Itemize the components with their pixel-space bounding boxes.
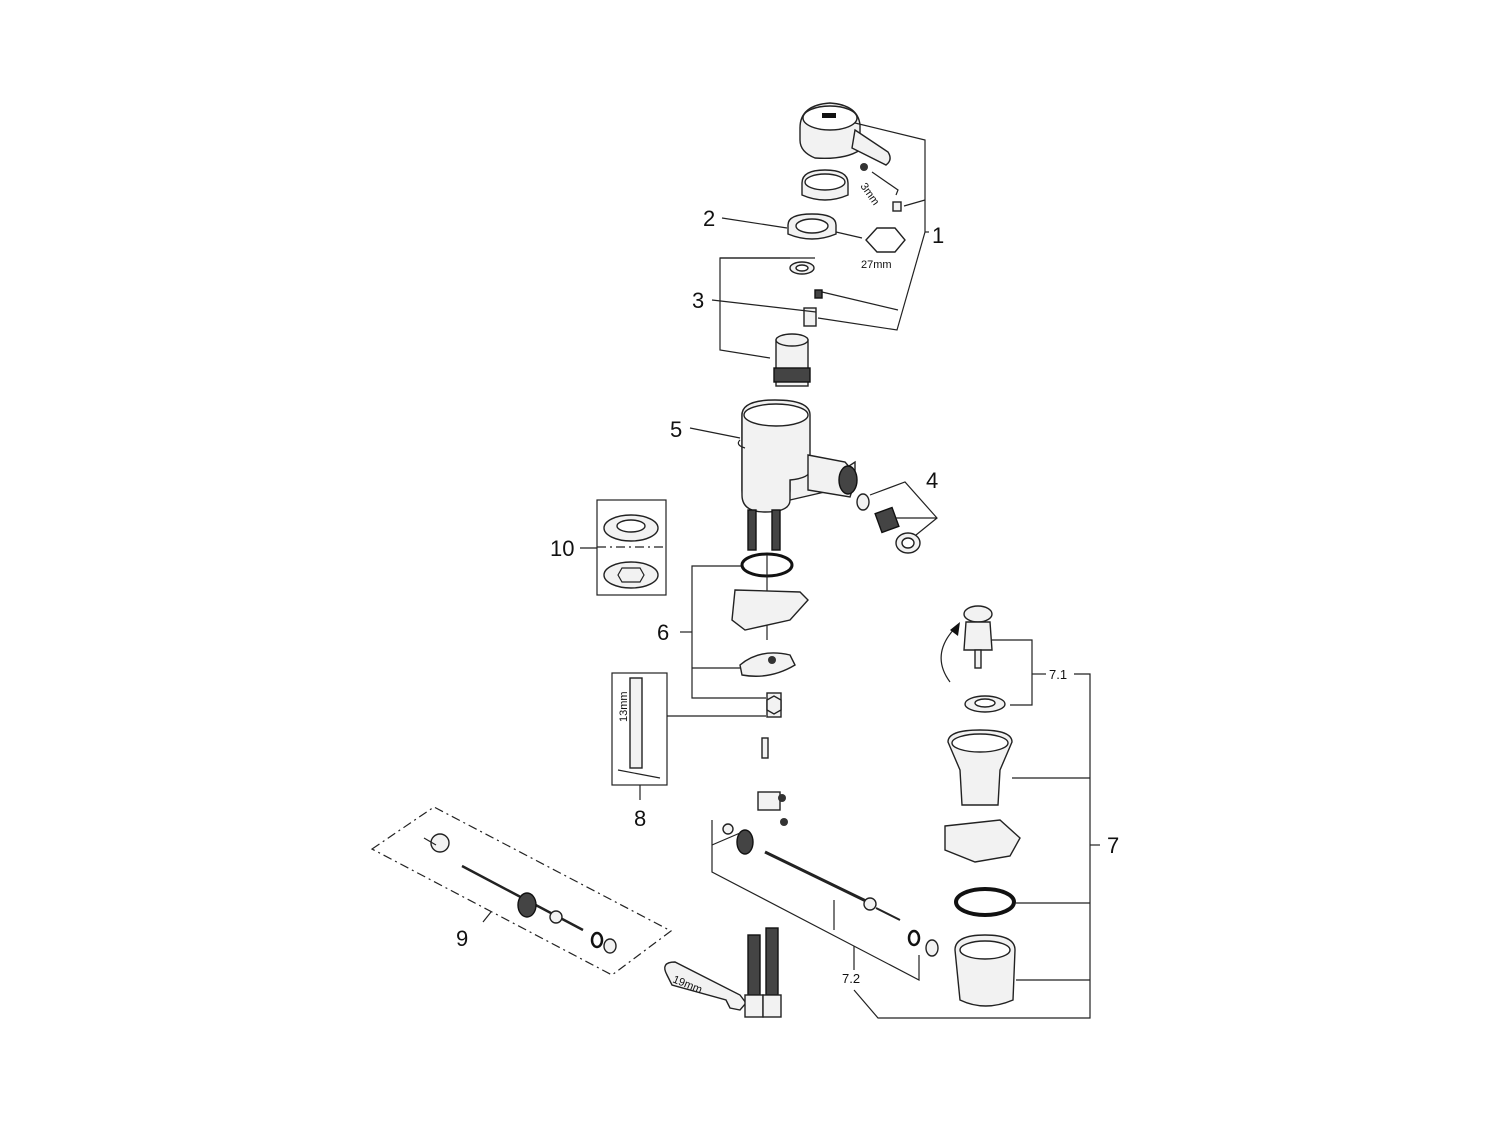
callout-2: 2 [703, 206, 715, 231]
mounting-nut [766, 692, 782, 718]
pivot-washer [925, 939, 939, 957]
rotate-arrow [940, 622, 960, 683]
mixer-body [737, 399, 858, 551]
callout-5: 5 [670, 417, 682, 442]
callout-1: 1 [932, 223, 944, 248]
allen-key-3mm: 3mm [858, 171, 899, 208]
threaded-ring [787, 213, 837, 240]
pivot-rod [764, 850, 901, 921]
bracket-part-7-2 [711, 820, 920, 981]
aerator-insert [874, 506, 900, 534]
callout-8: 8 [634, 806, 646, 831]
seal-ring [789, 261, 815, 275]
hex-nut-27mm-symbol: 27mm [835, 227, 906, 271]
extension-set-box [370, 806, 673, 976]
plug-seal [964, 695, 1006, 713]
lever-handle [799, 102, 891, 166]
rod-clamp [722, 791, 788, 835]
socket-wrench-box: 13mm [611, 672, 668, 786]
callout-6: 6 [657, 620, 669, 645]
aerator-washer [856, 493, 870, 511]
callout-4: 4 [926, 468, 938, 493]
drain-gasket [954, 887, 1016, 917]
bracket-part-4 [869, 481, 938, 536]
callout-3: 3 [692, 288, 704, 313]
drain-body-lower [954, 934, 1016, 1007]
small-screw [892, 201, 902, 212]
bracket-part-1 [817, 122, 929, 331]
bracket-part-7 [853, 673, 1100, 1019]
pivot-nut [736, 829, 754, 855]
spindle-screw [814, 289, 823, 299]
mounting-plate [739, 652, 796, 677]
cartridge [773, 333, 811, 387]
rosette-box [596, 499, 667, 596]
callout-10: 10 [550, 536, 574, 561]
pivot-seal [907, 929, 921, 947]
bracket-part-7-1 [992, 639, 1046, 706]
supply-hoses [744, 927, 782, 1018]
callout-7-2: 7.2 [842, 971, 860, 986]
cover-cap [801, 169, 849, 201]
allen-key-size-label: 3mm [858, 181, 882, 208]
hex-nut-size-label: 27mm [861, 259, 892, 271]
bracket-part-6 [691, 565, 766, 699]
drain-body-upper [947, 729, 1013, 806]
spanner-19mm: 19mm [664, 961, 747, 1011]
set-screw [860, 163, 868, 171]
callout-7-1: 7.1 [1049, 667, 1067, 682]
counter-top-section [731, 589, 809, 631]
aerator-ring [895, 532, 921, 554]
bracket-part-3 [719, 257, 815, 359]
basin-section [944, 819, 1021, 863]
socket-wrench-size-label: 13mm [618, 691, 630, 722]
callout-7: 7 [1107, 833, 1119, 858]
pop-up-plug [963, 605, 993, 669]
spindle-adapter [803, 307, 817, 327]
lift-rod [761, 737, 769, 759]
callout-9: 9 [456, 926, 468, 951]
